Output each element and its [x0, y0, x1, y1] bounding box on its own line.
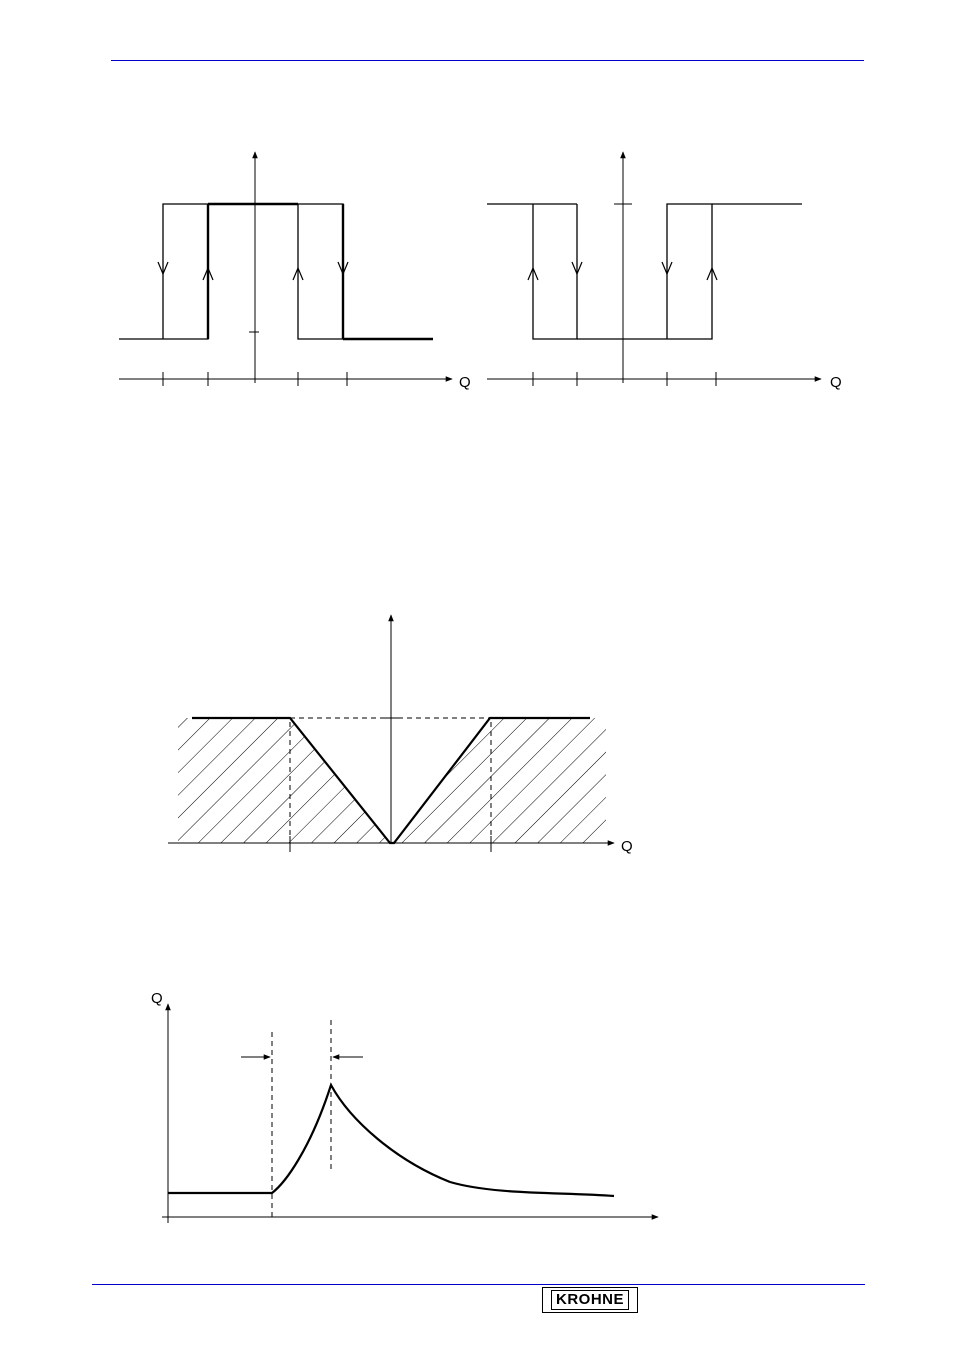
- footer-rule: [92, 1284, 865, 1285]
- logo-text: KROHNE: [551, 1290, 629, 1310]
- x-axis-label: Q: [830, 374, 842, 391]
- cutoff-diagram: Q: [168, 615, 633, 855]
- x-axis-label: Q: [621, 838, 633, 855]
- hatched-area-left: [178, 718, 390, 843]
- response-curve: [168, 1085, 614, 1196]
- hysteresis-left: Q: [119, 152, 471, 391]
- response-diagram: Q: [151, 990, 658, 1223]
- krohne-logo: KROHNE: [542, 1287, 638, 1313]
- hysteresis-loop-left: [533, 204, 577, 339]
- hatched-area-right: [394, 718, 606, 843]
- x-axis-label: Q: [459, 374, 471, 391]
- hysteresis-loop-right: [298, 204, 343, 339]
- hysteresis-loop-right: [667, 204, 712, 339]
- y-axis-label: Q: [151, 990, 163, 1007]
- hysteresis-right: Q: [487, 152, 842, 391]
